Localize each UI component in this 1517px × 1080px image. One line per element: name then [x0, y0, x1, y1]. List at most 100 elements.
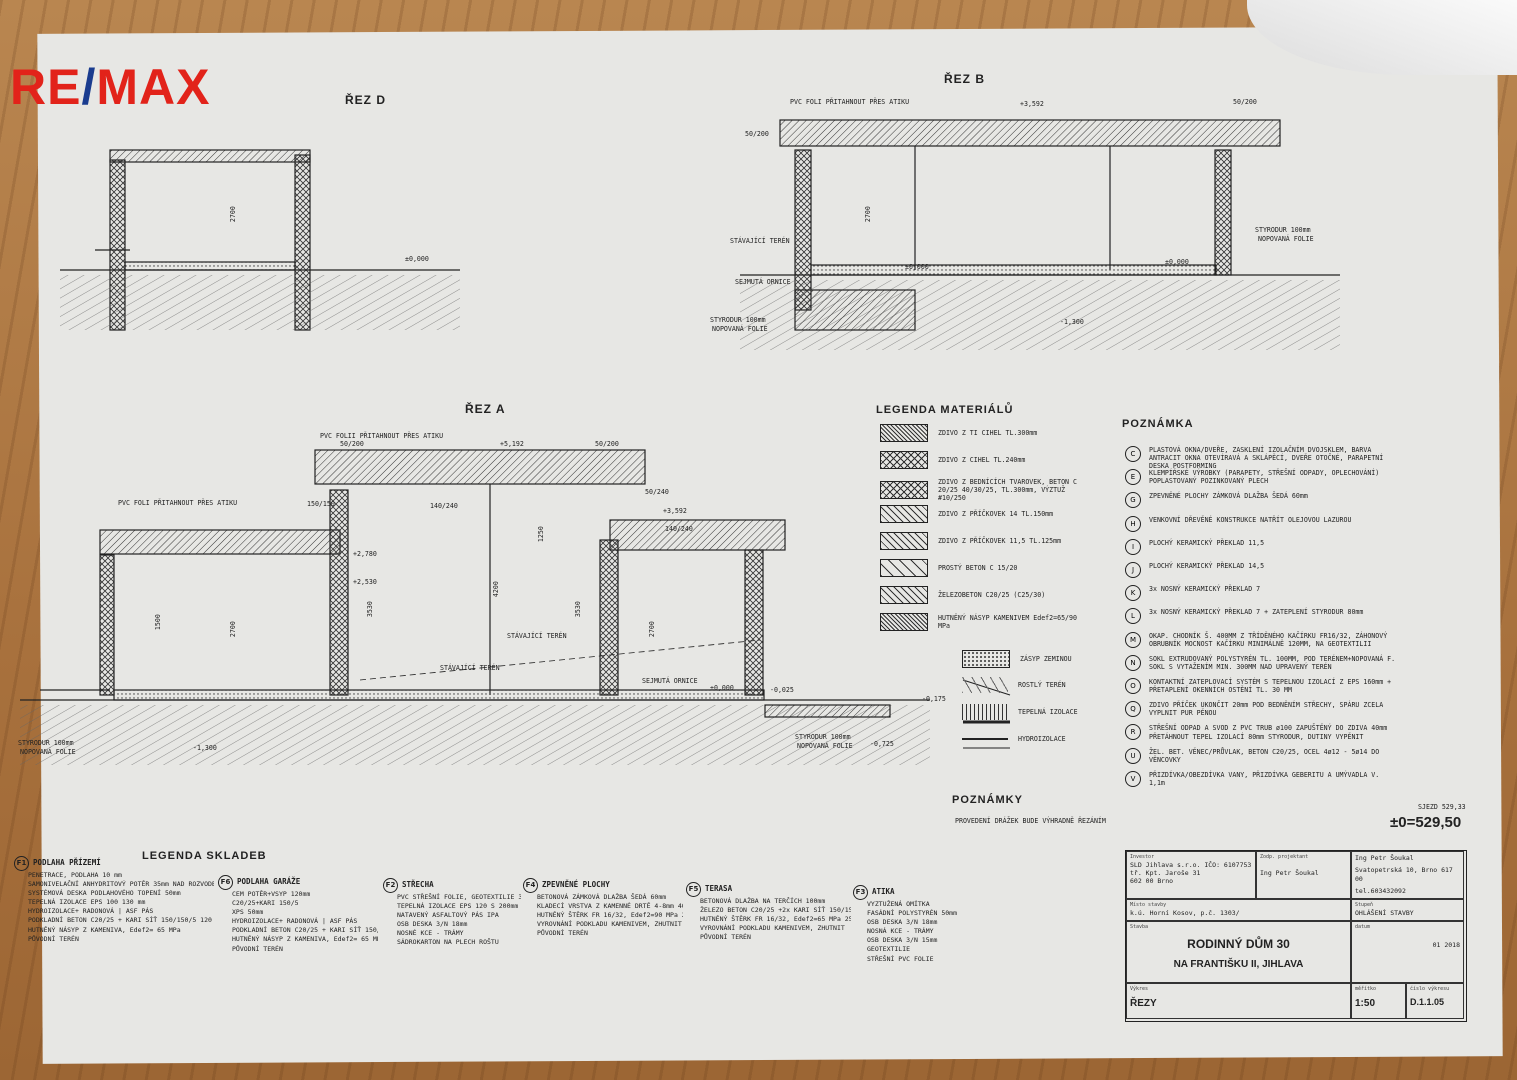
note-key: O [1125, 678, 1141, 694]
material-label: ZDIVO Z CIHEL TL.240mm [938, 455, 1026, 464]
dim-140-240-a2: 140/240 [665, 525, 693, 533]
note-text: KONTAKTNÍ ZATEPLOVACÍ SYSTÉM S TEPELNOU … [1149, 678, 1392, 695]
dim-50-200-a2: 50/200 [595, 440, 619, 448]
note-text: PLASTOVÁ OKNA/DVEŘE, ZASKLENÍ IZOLAČNÍM … [1149, 446, 1384, 471]
note-key: V [1125, 770, 1141, 787]
layer-line: GEOTEXTILIE [867, 945, 911, 954]
elevation-zero: ±0=529,50 [1390, 814, 1462, 831]
layer-line: STŘEŠNÍ PVC FOLIE [867, 954, 934, 963]
material-legend-item: ZDIVO Z PŘÍČKOVEK 11,5 TL.125mm [880, 532, 1088, 550]
layer-title: PODLAHA PŘÍZEMÍ [33, 858, 101, 868]
layers-legend-title: LEGENDA SKLADEB [142, 850, 267, 862]
note-text: PLOCHÝ KERAMICKÝ PŘEKLAD 11,5 [1149, 538, 1265, 547]
level-1300-a: -1,300 [193, 744, 217, 752]
tb-place: Místo stavby k.ú. Horní Kosov, p.č. 1303… [1126, 899, 1351, 921]
annot-styrodur-b: STYRODUR 100mm [710, 316, 766, 324]
note-text: OKAP. CHODNÍK Š. 400MM Z TŘÍDĚNÉHO KAČÍR… [1149, 631, 1388, 648]
poznamky-title: POZNÁMKY [952, 794, 1023, 806]
material-label: ZDIVO Z PŘÍČKOVEK 11,5 TL.125mm [938, 536, 1062, 545]
layer-line: TEPELNÁ IZOLACE EPS 120 S 200mm [397, 902, 519, 911]
annot-pvc-a: PVC FOLII PŘITAHNOUT PŘES ATIKU [320, 432, 444, 440]
layer-line: SÁDROKARTON NA PLECH ROŠTU [397, 938, 499, 947]
dim-50-240-a: 50/240 [645, 488, 669, 496]
annot-nopovana-a: NOPOVANÁ FOLIE [20, 748, 76, 756]
material-label: TEPELNÁ IZOLACE [1018, 707, 1078, 716]
section-d-title: ŘEZ D [345, 93, 386, 107]
note-key: H [1125, 515, 1141, 532]
layer-line: SAMONIVELAČNÍ ANHYDRITOVÝ POTĚR 35mm NAD… [28, 880, 214, 889]
layer-line: CEM POTĚR+VSYP 120mm [232, 890, 311, 898]
note-text: ZPEVNĚNÉ PLOCHY ZÁMKOVÁ DLAŽBA ŠEDÁ 60mm [1149, 492, 1308, 501]
material-label: ROSTLÝ TERÉN [1018, 680, 1066, 689]
annot-styrodur-a2: STYRODUR 100mm [795, 733, 851, 741]
dim-2700-d: 2700 [228, 206, 237, 223]
layer-line: PŮVODNÍ TERÉN [537, 929, 588, 938]
layer-line: OSB DESKA 3/N 15mm [867, 936, 938, 945]
tb-stage: Stupeň OHLÁŠENÍ STAVBY [1351, 899, 1464, 921]
material-legend-item: ŽELEZOBETON C20/25 (C25/30) [880, 586, 1088, 604]
dim-50-200-b: 50/200 [1233, 98, 1257, 106]
layer-title: STŘECHA [402, 880, 434, 890]
material-swatch [880, 532, 928, 550]
annot-sejmuta-a: SEJMUTÁ ORNICE [642, 677, 698, 685]
note-item: I PLOCHÝ KERAMICKÝ PŘEKLAD 11,5 [1125, 538, 1399, 555]
level-zero-a: ±0,000 [710, 684, 734, 692]
layer-line: XPS 50mm [232, 908, 264, 917]
material-swatch [880, 481, 928, 500]
section-d [60, 149, 460, 331]
layer-line: HUTNĚNÝ NÁSYP Z KAMENIVA, Edef2= 65 MPa [232, 935, 378, 944]
annot-styrodur-b2: STYRODUR 100mm [1255, 226, 1311, 234]
tb-scale: měřítko 1:50 [1351, 983, 1406, 1019]
layer-key: F6 [218, 875, 233, 890]
level-zero-b2: ±0,000 [1165, 258, 1189, 266]
material-legend-item: ZÁSYP ZEMINOU [962, 650, 1170, 668]
note-key: L [1125, 608, 1141, 625]
dim-3530-a: 3530 [573, 601, 582, 618]
material-swatch [962, 731, 1008, 747]
note-text: ŽEL. BET. VĚNEC/PRŮVLAK, BETON C20/25, O… [1149, 747, 1380, 764]
note-key: E [1125, 469, 1141, 486]
level-0175-a: -0,175 [922, 695, 946, 703]
annot-stav-teren-b: STÁVAJÍCÍ TERÉN [730, 237, 790, 245]
material-label: ZDIVO Z BEDNÍCÍCH TVAROVEK, BETON C 20/2… [938, 478, 1077, 503]
section-a [20, 449, 930, 765]
material-swatch [962, 677, 1008, 693]
layer-key: F2 [383, 878, 398, 893]
note-key: J [1125, 562, 1141, 578]
material-label: PROSTÝ BETON C 15/20 [938, 563, 1018, 572]
level-3592-b: +3,592 [1020, 100, 1044, 108]
level-5192-a: +5,192 [500, 440, 524, 448]
annot-nopovana-b: NOPOVANÁ FOLIE [712, 325, 768, 333]
annot-nopovana-a2: NOPOVANÁ FOLIE [797, 742, 853, 750]
note-key: I [1125, 538, 1141, 555]
layer-title: TERASA [705, 884, 733, 894]
note-key: M [1125, 631, 1141, 648]
dim-3530-a2: 3530 [365, 601, 374, 618]
layer-key: F3 [853, 885, 868, 900]
note-text: STŘEŠNÍ ODPAD A SVOD Z PVC TRUB ø100 ZAP… [1149, 724, 1388, 741]
material-label: ZDIVO Z TI CIHEL TL.300mm [938, 428, 1038, 437]
section-b-title: ŘEZ B [944, 72, 985, 86]
level-zero-b: ±0,000 [905, 263, 929, 271]
layer-line: VYZTUŽENÁ OMÍTKA [867, 900, 930, 908]
material-label: HYDROIZOLACE [1018, 734, 1066, 743]
note-key: R [1125, 724, 1141, 741]
material-swatch [880, 505, 928, 523]
annot-pvc-b: PVC FOLI PŘITAHNOUT PŘES ATIKU [790, 98, 910, 106]
dim-2700-a2: 2700 [647, 621, 656, 638]
tb-author: Ing Petr Šoukal Svatopetrská 10, Brno 61… [1351, 851, 1464, 899]
layer-line: FASÁDNÍ POLYSTYRÉN 50mm [867, 909, 958, 918]
tb-drawing: Výkres ŘEZY [1126, 983, 1351, 1019]
annot-stav-teren-a: STÁVAJÍCÍ TERÉN [440, 664, 500, 672]
layer-line: TEPELNÁ IZOLACE EPS 100 130 mm [28, 898, 146, 907]
layer-line: HUTNĚNÝ ŠTĚRK FR 16/32, Edef2=65 MPa 250… [700, 915, 851, 924]
layer-line: NOSNÁ KCE - TRÁMY [867, 927, 934, 936]
material-legend-item: TEPELNÁ IZOLACE [962, 704, 1168, 720]
